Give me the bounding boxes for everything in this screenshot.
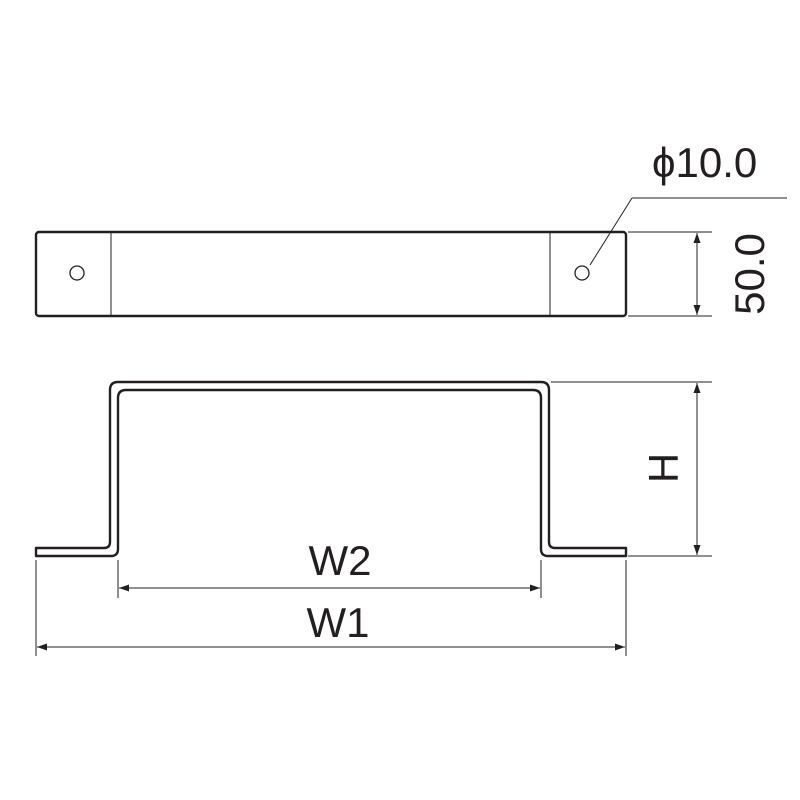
left-hole <box>69 265 85 281</box>
hole-leader <box>589 197 787 266</box>
hole-diameter-label: ϕ10.0 <box>652 139 757 186</box>
height-dimension-label: H <box>640 453 687 483</box>
inner-width-label: W2 <box>309 537 372 584</box>
width-dimension <box>628 231 712 317</box>
plate-outline <box>34 230 628 318</box>
width-dimension-label: 50.0 <box>726 233 773 315</box>
height-dimension <box>551 381 712 557</box>
outer-width-dimension <box>35 560 627 656</box>
inner-width-dimension <box>117 560 542 598</box>
outer-width-label: W1 <box>307 599 370 646</box>
front-view <box>34 380 628 558</box>
top-view <box>34 230 628 318</box>
bracket-profile <box>34 380 628 558</box>
right-hole <box>574 265 590 281</box>
